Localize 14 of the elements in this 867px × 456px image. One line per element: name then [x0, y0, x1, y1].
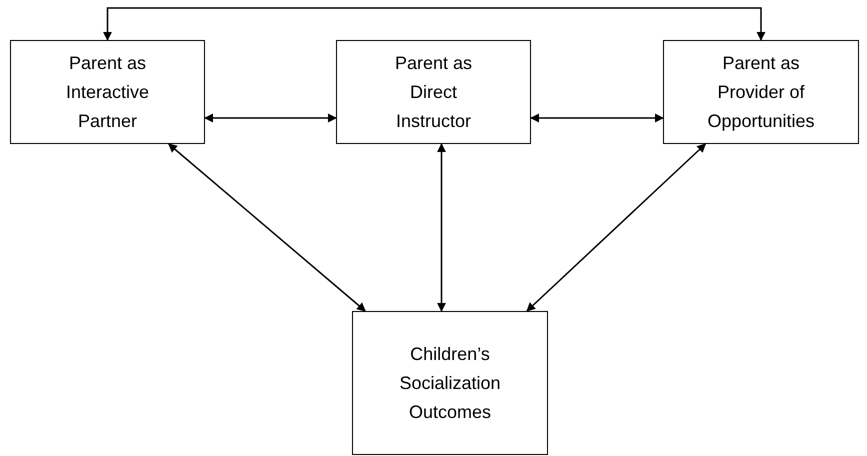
box-label: Parent as Interactive Partner: [64, 52, 150, 132]
box-label: Children’s Socialization Outcomes: [398, 342, 502, 424]
concept-box: [352, 311, 548, 455]
double-arrow: [530, 114, 664, 122]
concept-box: [336, 40, 531, 144]
double-arrow: [437, 143, 446, 312]
double-arrow: [204, 114, 337, 122]
box-label: Parent as Direct Instructor: [394, 52, 474, 132]
double-arrow: [526, 143, 706, 312]
box-label: Parent as Provider of Opportunities: [706, 52, 816, 133]
double-arrow: [168, 143, 366, 312]
double-arrow: [103, 7, 766, 41]
concept-box: [10, 40, 205, 144]
concept-box: [663, 40, 859, 144]
